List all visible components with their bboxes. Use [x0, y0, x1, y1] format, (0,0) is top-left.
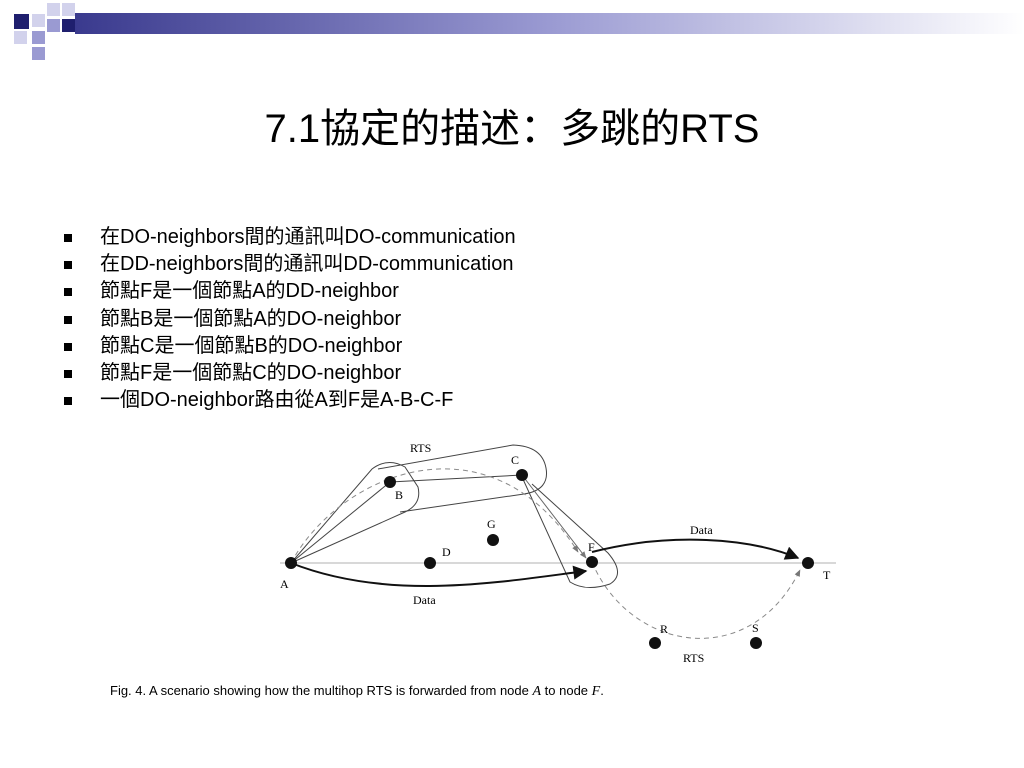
square-bullet-icon — [64, 315, 72, 324]
node-label-b: B — [395, 488, 403, 502]
edge-label-data-upper: Data — [690, 523, 713, 537]
bullet-text: 在DO-neighbors間的通訊叫DO-communication — [100, 226, 516, 248]
caption-suffix: . — [600, 683, 604, 698]
bullet-list: 在DO-neighbors間的通訊叫DO-communication 在DD-n… — [60, 224, 516, 414]
network-diagram: A B C D G F T R S RTS RTS Data Data — [280, 441, 836, 665]
link-b-c — [389, 474, 523, 483]
square-bullet-icon — [64, 288, 72, 297]
node-label-d: D — [442, 545, 451, 559]
decor-square — [47, 3, 60, 16]
rts-arc-top — [290, 468, 579, 564]
bullet-text: 節點B是一個節點A的DO-neighbor — [100, 307, 402, 330]
node-label-r: R — [660, 622, 668, 636]
figure-caption: Fig. 4. A scenario showing how the multi… — [110, 683, 604, 700]
bullet-item: 節點C是一個節點B的DO-neighbor — [60, 333, 516, 360]
bullet-text: 在DD-neighbors間的通訊叫DD-communication — [100, 253, 514, 276]
range-hull-cf — [521, 476, 618, 588]
node-r — [649, 637, 661, 649]
bullet-item: 節點F是一個節點C的DO-neighbor — [60, 360, 516, 387]
decor-square — [14, 31, 27, 44]
node-label-a: A — [280, 577, 289, 591]
range-hull-ab — [290, 462, 420, 564]
node-g — [487, 534, 499, 546]
node-c — [516, 469, 528, 481]
slide-title: 7.1協定的描述：多跳的RTS — [264, 107, 760, 151]
edge-label-rts-top: RTS — [410, 441, 431, 455]
bullet-item: 在DD-neighbors間的通訊叫DD-communication — [60, 251, 516, 278]
bullet-item: 一個DO-neighbor路由從A到F是A-B-C-F — [60, 387, 516, 414]
decor-square — [32, 31, 45, 44]
edge-label-data-lower: Data — [413, 593, 436, 607]
node-d — [424, 557, 436, 569]
node-t — [802, 557, 814, 569]
link-c-f — [521, 474, 587, 559]
decor-square — [62, 19, 75, 32]
bullet-text: 節點F是一個節點C的DO-neighbor — [100, 362, 402, 385]
square-bullet-icon — [64, 370, 72, 379]
data-arrow-upper — [591, 538, 800, 560]
node-f — [586, 556, 598, 568]
edge-label-rts-bottom: RTS — [683, 651, 704, 665]
decor-square — [47, 19, 60, 32]
bullet-text: 一個DO-neighbor路由從A到F是A-B-C-F — [100, 389, 454, 412]
bullet-item: 在DO-neighbors間的通訊叫DO-communication — [60, 224, 516, 251]
rts-arc-bottom — [591, 561, 801, 639]
range-hull-bc — [377, 444, 548, 513]
bullet-item: 節點B是一個節點A的DO-neighbor — [60, 306, 516, 333]
bullet-item: 節點F是一個節點A的DD-neighbor — [60, 278, 516, 305]
node-a — [285, 557, 297, 569]
square-bullet-icon — [64, 342, 72, 351]
decor-square — [32, 14, 45, 27]
square-bullet-icon — [64, 261, 72, 270]
caption-node-from: A — [532, 684, 542, 699]
top-gradient-bar — [75, 13, 1024, 34]
square-bullet-icon — [64, 397, 72, 406]
node-label-s: S — [752, 621, 759, 635]
link-a-b — [290, 481, 391, 564]
decor-square — [32, 47, 45, 60]
bullet-text: 節點C是一個節點B的DO-neighbor — [100, 334, 403, 357]
caption-middle: to node — [541, 683, 592, 698]
caption-prefix: Fig. 4. A scenario showing how the multi… — [110, 683, 533, 698]
caption-node-to: F — [591, 684, 601, 699]
node-label-c: C — [511, 453, 519, 467]
node-label-f: F — [588, 540, 595, 554]
node-label-g: G — [487, 517, 496, 531]
decor-square — [14, 14, 29, 29]
node-label-t: T — [823, 568, 831, 582]
bullet-text: 節點F是一個節點A的DD-neighbor — [100, 280, 399, 303]
decor-square — [62, 3, 75, 16]
node-b — [384, 476, 396, 488]
data-arrow-lower — [290, 562, 588, 588]
node-s — [750, 637, 762, 649]
corner-decoration — [14, 3, 75, 60]
square-bullet-icon — [64, 234, 72, 242]
